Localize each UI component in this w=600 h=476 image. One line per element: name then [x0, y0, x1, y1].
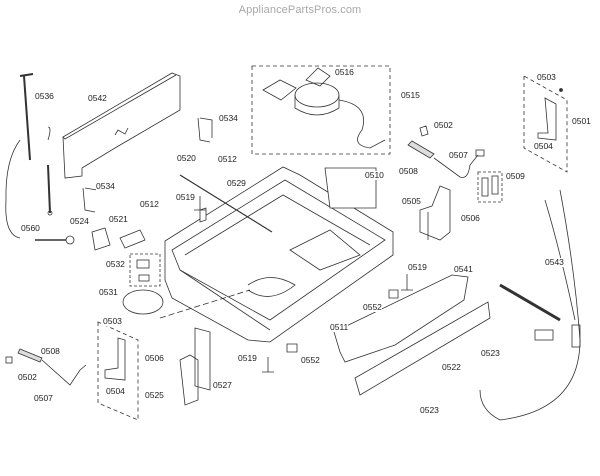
part-0519-screw[interactable]: [194, 196, 413, 373]
callout-0511[interactable]: 0511: [330, 322, 349, 332]
callout-0503[interactable]: 0503: [537, 72, 556, 82]
callout-0519[interactable]: 0519: [176, 192, 195, 202]
callout-0512[interactable]: 0512: [140, 199, 159, 209]
part-0508-sensor[interactable]: [407, 125, 485, 178]
part-0515-box[interactable]: [251, 65, 391, 155]
part-0542-panel[interactable]: [62, 72, 181, 179]
callout-0542[interactable]: 0542: [88, 93, 107, 103]
callout-0525[interactable]: 0525: [145, 390, 164, 400]
callout-0532[interactable]: 0532: [106, 259, 125, 269]
callout-0501[interactable]: 0501: [572, 116, 591, 126]
callout-0531[interactable]: 0531: [99, 287, 118, 297]
callout-0507[interactable]: 0507: [34, 393, 53, 403]
callout-0512[interactable]: 0512: [218, 154, 237, 164]
callout-0552[interactable]: 0552: [301, 355, 320, 365]
base-tub: [164, 166, 394, 343]
callout-0552[interactable]: 0552: [363, 302, 382, 312]
part-0522-kickplate[interactable]: [354, 301, 491, 396]
part-0543-wiring-harness[interactable]: [479, 189, 581, 421]
callout-0560[interactable]: 0560: [21, 223, 40, 233]
callout-0524[interactable]: 0524: [70, 216, 89, 226]
callout-0510[interactable]: 0510: [365, 170, 384, 180]
callout-0534[interactable]: 0534: [96, 181, 115, 191]
callout-0523[interactable]: 0523: [481, 348, 500, 358]
part-0509-switch-group[interactable]: [477, 171, 503, 203]
callout-0522[interactable]: 0522: [442, 362, 461, 372]
part-0521-valve[interactable]: [35, 227, 146, 251]
callout-0523[interactable]: 0523: [420, 405, 439, 415]
callout-0502[interactable]: 0502: [18, 372, 37, 382]
callout-0508[interactable]: 0508: [399, 166, 418, 176]
part-0505-bracket[interactable]: [419, 185, 451, 241]
callout-0534[interactable]: 0534: [219, 113, 238, 123]
part-0532-kit[interactable]: [129, 253, 161, 287]
part-0552-clip[interactable]: [286, 289, 399, 353]
callout-0536[interactable]: 0536: [35, 91, 54, 101]
watermark: AppliancePartsPros.com: [238, 4, 362, 16]
part-0527-bracket[interactable]: [179, 327, 211, 406]
callout-0516[interactable]: 0516: [335, 67, 354, 77]
callout-0506[interactable]: 0506: [145, 353, 164, 363]
callout-0503[interactable]: 0503: [103, 316, 122, 326]
callout-0515[interactable]: 0515: [401, 90, 420, 100]
callout-0543[interactable]: 0543: [545, 257, 564, 267]
part-0536-rod[interactable]: [5, 73, 53, 239]
part-0541-panel[interactable]: [333, 274, 469, 363]
callout-0509[interactable]: 0509: [506, 171, 525, 181]
callout-0502[interactable]: 0502: [434, 120, 453, 130]
callout-0519[interactable]: 0519: [238, 353, 257, 363]
callout-0506[interactable]: 0506: [461, 213, 480, 223]
part-0501-bracket-group[interactable]: [523, 75, 568, 173]
callout-0541[interactable]: 0541: [454, 264, 473, 274]
callout-0521[interactable]: 0521: [109, 214, 128, 224]
callout-0529[interactable]: 0529: [227, 178, 246, 188]
part-0525-bracket-group[interactable]: [97, 321, 139, 421]
callout-0508[interactable]: 0508: [41, 346, 60, 356]
part-0508-sensor-left[interactable]: [5, 348, 87, 386]
callout-0527[interactable]: 0527: [213, 380, 232, 390]
callout-0504[interactable]: 0504: [106, 386, 125, 396]
callout-0505[interactable]: 0505: [402, 196, 421, 206]
callout-0520[interactable]: 0520: [177, 153, 196, 163]
part-0531-disc[interactable]: [122, 289, 251, 319]
callout-0519[interactable]: 0519: [408, 262, 427, 272]
part-0534-clip[interactable]: [82, 117, 213, 213]
callout-0507[interactable]: 0507: [449, 150, 468, 160]
callout-0504[interactable]: 0504: [534, 141, 553, 151]
